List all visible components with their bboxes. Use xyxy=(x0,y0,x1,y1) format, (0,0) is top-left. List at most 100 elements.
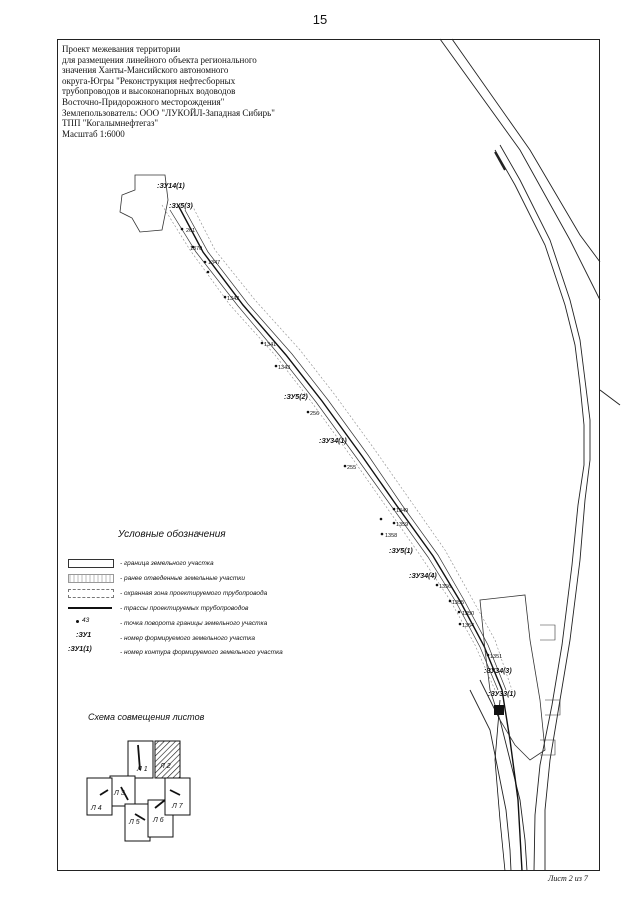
sheet-label: Л 3 xyxy=(113,790,125,797)
parcel-label: :ЗУ5(3) xyxy=(169,203,193,210)
scheme-route xyxy=(154,799,166,809)
turn-point-marker xyxy=(191,245,195,249)
turn-point-marker xyxy=(203,260,207,264)
protection-zone-symbol xyxy=(66,587,116,599)
pipeline-route xyxy=(177,204,523,872)
legend-symbol-label: 43 xyxy=(82,617,90,624)
title-line: трубопроводов и высоконапорных водоводов xyxy=(62,86,236,97)
prior-parcels-symbol xyxy=(66,572,116,584)
scheme-route xyxy=(169,789,181,796)
parcel-label: :ЗУ34(3) xyxy=(484,668,512,675)
sheet-label: Л 4 xyxy=(90,805,102,812)
page-number: 15 xyxy=(312,12,328,27)
legend-item: - охранная зона проектируемого трубопров… xyxy=(66,587,267,599)
parcel-label: :ЗУ34(4) xyxy=(409,573,437,580)
parcel-label: :ЗУ34(1) xyxy=(319,438,347,445)
parcel-label: :ЗУ5(2) xyxy=(284,394,308,401)
legend-text: - номер формируемого земельного участка xyxy=(120,634,255,642)
point-label: 1349 xyxy=(396,508,408,514)
legend-text: - точка поворота границы земельного учас… xyxy=(120,619,268,627)
land-user-line: Землепользователь: ООО "ЛУКОЙЛ-Западная … xyxy=(62,107,275,118)
title-line: для размещения линейного объекта региона… xyxy=(62,54,257,65)
legend-item: :ЗУ1(1) - номер контура формируемого зем… xyxy=(66,646,283,658)
legend-item: :ЗУ1 - номер формируемого земельного уча… xyxy=(66,632,255,644)
sheet-label: Л 7 xyxy=(171,803,184,810)
sheet-label: Л 5 xyxy=(128,819,140,826)
legend-text: - ранее отведенные земельные участки xyxy=(120,574,245,582)
pipeline-route-symbol xyxy=(66,602,116,614)
protection-zone xyxy=(161,204,513,691)
scheme-route xyxy=(137,744,141,771)
scheme-route xyxy=(134,813,146,821)
point-label: 255 xyxy=(347,465,356,471)
pad-details xyxy=(540,624,561,756)
point-label: 1347 xyxy=(208,260,220,266)
title-line: Восточно-Придорожного месторождения" xyxy=(62,96,225,107)
tpp-line: ТПП "Когалымнефтегаз" xyxy=(62,118,159,129)
point-label: 1355 xyxy=(452,600,464,606)
scheme-title: Схема совмещения листов xyxy=(88,712,205,722)
legend-item: 43 - точка поворота границы земельного у… xyxy=(66,617,267,629)
legend-title: Условные обозначения xyxy=(118,529,226,540)
point-label: 1342 xyxy=(227,296,239,302)
point-label: 1341 xyxy=(264,342,276,348)
point-label: 1354 xyxy=(462,623,474,629)
turn-point-marker xyxy=(223,295,227,299)
scheme-route xyxy=(120,786,129,801)
parcel-boundary xyxy=(169,209,507,691)
turn-point-marker xyxy=(343,464,347,468)
turn-point-marker xyxy=(260,341,264,345)
sheet-box xyxy=(127,740,154,779)
legend-symbol-label: :ЗУ1 xyxy=(76,632,92,639)
title-line: Проект межевания территории xyxy=(62,44,181,54)
sheet-label: Л 6 xyxy=(152,817,164,824)
parcel-number-symbol: :ЗУ1 xyxy=(66,632,116,644)
turn-point-marker xyxy=(274,364,278,368)
parcel-label: :ЗУ33(1) xyxy=(488,691,516,698)
turn-point-marker xyxy=(306,410,310,414)
sheet-label: Л 2 xyxy=(159,763,171,770)
turn-point-marker xyxy=(380,532,384,536)
point-label: 1343 xyxy=(278,365,290,371)
turn-point-marker xyxy=(392,521,396,525)
turn-point-marker xyxy=(392,507,396,511)
scale-line: Масштаб 1:6000 xyxy=(62,128,125,139)
sheet-box-current xyxy=(154,740,181,779)
turn-point-marker xyxy=(435,583,439,587)
contour-number-symbol: :ЗУ1(1) xyxy=(66,646,116,658)
junction-block xyxy=(494,705,504,715)
title-line: значения Ханты-Мансийского автономного xyxy=(62,65,229,76)
parcel-label: :ЗУ5(1) xyxy=(389,548,413,555)
turn-point-marker xyxy=(180,227,184,231)
sheet-box xyxy=(164,777,191,816)
legend-text: - граница земельного участка xyxy=(120,559,214,567)
legend-item: - граница земельного участка xyxy=(66,557,214,569)
road-stub xyxy=(599,389,621,406)
sheet-box xyxy=(86,777,113,816)
parcel-boundary-symbol xyxy=(66,557,116,569)
legend-text: - номер контура формируемого земельного … xyxy=(120,648,283,656)
turn-point-symbol: 43 xyxy=(66,617,116,629)
sheet-footer: Лист 2 из 7 xyxy=(548,874,588,883)
turn-point-marker xyxy=(458,622,462,626)
point-label: 1358 xyxy=(385,533,397,539)
scheme-route xyxy=(99,789,109,796)
sheet-label: Л 1 xyxy=(136,766,148,773)
legend-item: - ранее отведенные земельные участки xyxy=(66,572,245,584)
title-line: округа-Югры "Реконструкция нефтесборных xyxy=(62,75,236,86)
turn-point-marker xyxy=(379,517,383,521)
legend-text: - трассы проектируемых трубопроводов xyxy=(120,604,249,612)
turn-point-marker xyxy=(448,599,452,603)
turn-point-marker xyxy=(457,610,461,614)
point-label: 1356 xyxy=(439,584,451,590)
road-marker xyxy=(494,151,506,171)
legend-item: - трассы проектируемых трубопроводов xyxy=(66,602,248,614)
well-pad-outline xyxy=(119,174,169,233)
sheet-frame xyxy=(57,39,600,871)
point-label: 1350 xyxy=(462,611,474,617)
turn-point-marker xyxy=(206,270,210,274)
parcel-label: :ЗУ14(1) xyxy=(157,183,185,190)
turn-point-marker xyxy=(486,653,490,657)
